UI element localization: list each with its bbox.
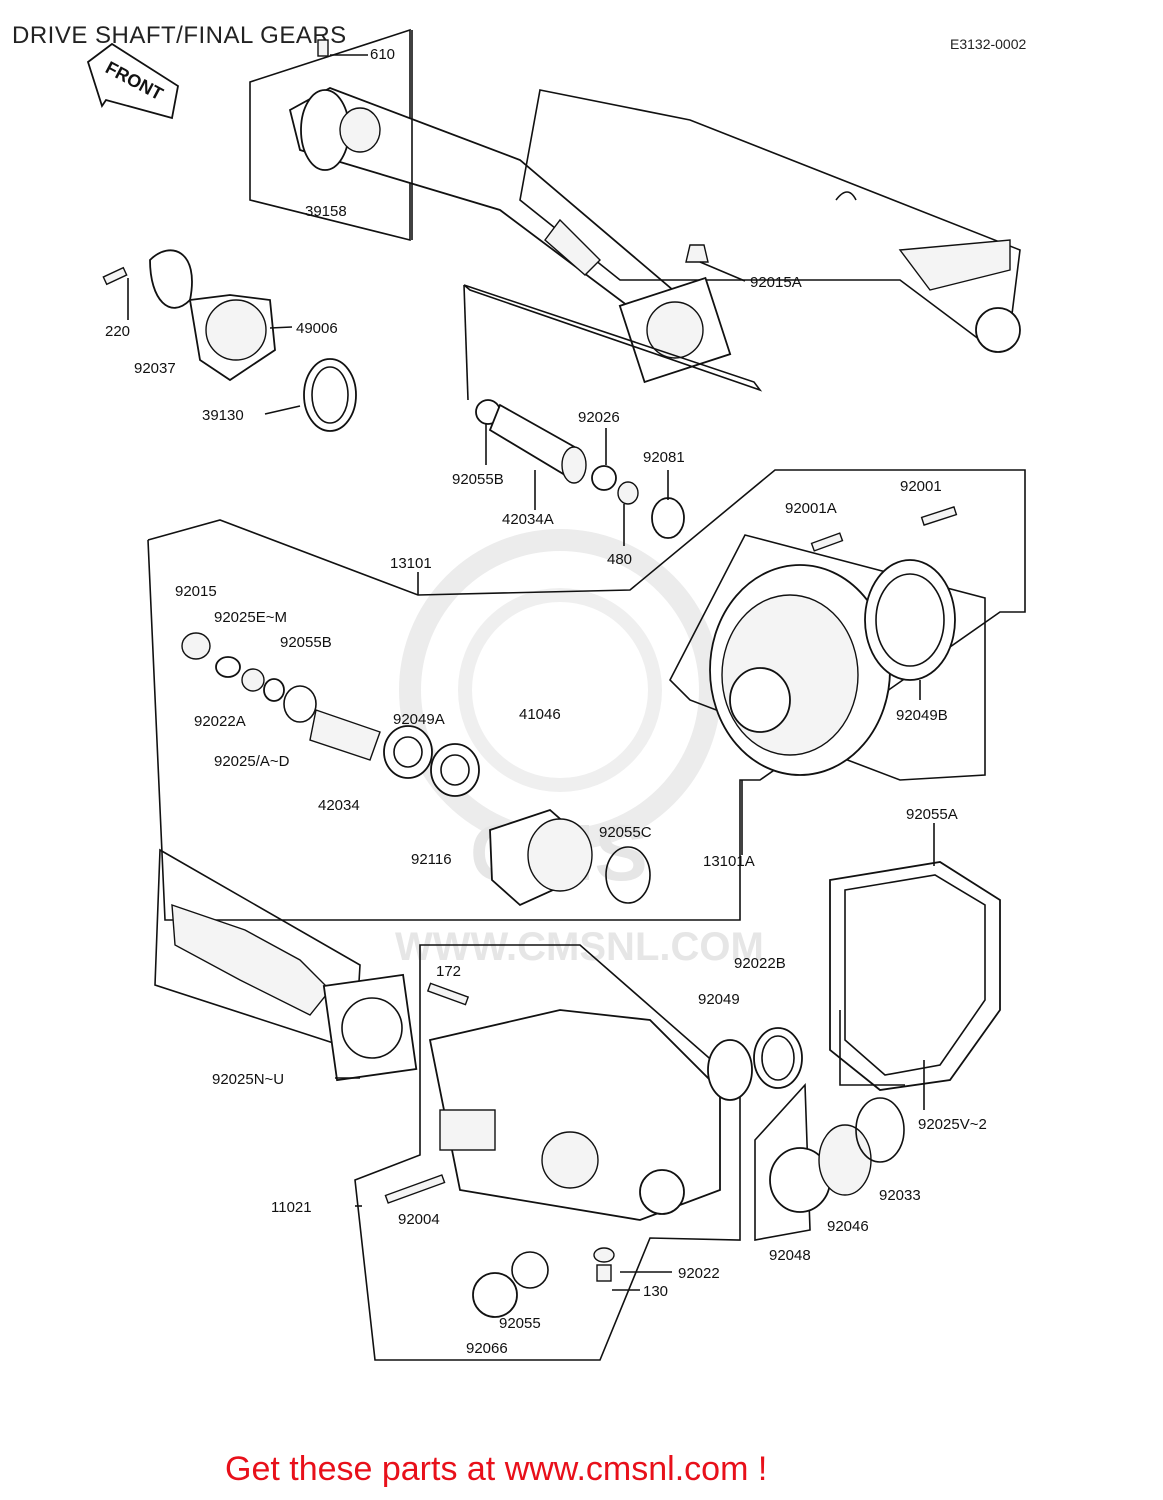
front-arrow-icon: FRONT bbox=[86, 42, 179, 120]
part-label: 92055B bbox=[452, 471, 504, 488]
upper-small-parts bbox=[102, 39, 709, 432]
part-label: 92066 bbox=[466, 1340, 508, 1357]
part-label: 92055 bbox=[499, 1315, 541, 1332]
part-label: 92004 bbox=[398, 1211, 440, 1228]
diagram-title: DRIVE SHAFT/FINAL GEARS bbox=[12, 22, 347, 49]
pinion-drive-box bbox=[154, 848, 418, 1082]
ring-gear-assembly bbox=[669, 506, 986, 781]
part-label: 49006 bbox=[296, 320, 338, 337]
part-label: 92025N~U bbox=[212, 1071, 284, 1088]
part-label: 92049B bbox=[896, 707, 948, 724]
part-label: 92026 bbox=[578, 409, 620, 426]
pinion-parts bbox=[181, 632, 651, 907]
leader-lines bbox=[127, 54, 935, 1291]
part-label: 39158 bbox=[305, 203, 347, 220]
part-label: 172 bbox=[436, 963, 461, 980]
part-label: 13101A bbox=[703, 853, 755, 870]
diagram-code: E3132-0002 bbox=[950, 36, 1027, 52]
part-labels: 610 39158 92015A 220 92037 49006 39130 9… bbox=[105, 46, 987, 1357]
swing-arm-drive-shaft bbox=[249, 28, 1021, 401]
part-label: 92046 bbox=[827, 1218, 869, 1235]
part-label: 13101 bbox=[390, 555, 432, 572]
part-label: 92015A bbox=[750, 274, 802, 291]
part-label: 92049 bbox=[698, 991, 740, 1008]
part-label: 480 bbox=[607, 551, 632, 568]
promo-link[interactable]: Get these parts at www.cmsnl.com ! bbox=[225, 1450, 768, 1488]
gasket-92055A bbox=[829, 861, 1001, 1091]
part-label: 92081 bbox=[643, 449, 685, 466]
part-label: 92001A bbox=[785, 500, 837, 517]
part-label: 92022 bbox=[678, 1265, 720, 1282]
part-label: 41046 bbox=[519, 706, 561, 723]
part-label: 92015 bbox=[175, 583, 217, 600]
lower-bearings bbox=[707, 1027, 905, 1241]
part-label: 92033 bbox=[879, 1187, 921, 1204]
part-label: 92025V~2 bbox=[918, 1116, 987, 1133]
part-label: 11021 bbox=[271, 1199, 312, 1216]
part-label: 92049A bbox=[393, 711, 445, 728]
part-label: 92001 bbox=[900, 478, 942, 495]
part-label: 92116 bbox=[411, 851, 452, 868]
part-label: 92025E~M bbox=[214, 609, 287, 626]
part-label: 92025/A~D bbox=[214, 753, 290, 770]
part-label: 220 bbox=[105, 323, 130, 340]
part-label: 92048 bbox=[769, 1247, 811, 1264]
part-label: 39130 bbox=[202, 407, 244, 424]
final-gear-case bbox=[354, 944, 741, 1361]
part-label: 130 bbox=[643, 1283, 668, 1300]
part-label: 42034A bbox=[502, 511, 554, 528]
part-label: 610 bbox=[370, 46, 395, 63]
part-label: 42034 bbox=[318, 797, 360, 814]
part-label: 92037 bbox=[134, 360, 176, 377]
watermark-url: WWW.CMSNL.COM bbox=[395, 925, 764, 969]
part-label: 92022A bbox=[194, 713, 246, 730]
part-label: 92055C bbox=[599, 824, 652, 841]
part-label: 92055B bbox=[280, 634, 332, 651]
part-label: 92055A bbox=[906, 806, 958, 823]
part-label: 92022B bbox=[734, 955, 786, 972]
